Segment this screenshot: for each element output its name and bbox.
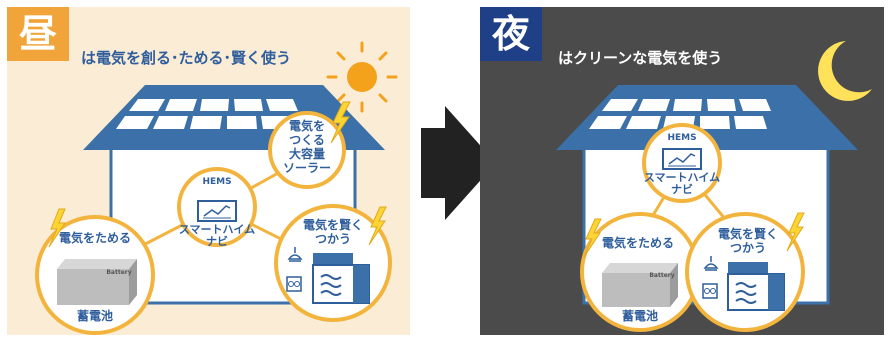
- night-illustration: [556, 41, 872, 332]
- create-label-line-1: 電気を: [288, 119, 326, 133]
- create-label-line-2: つくる: [289, 133, 325, 147]
- hems-monitor-icon: [197, 200, 237, 222]
- night-badge: 夜: [480, 7, 542, 61]
- appliance-icon: [702, 283, 718, 299]
- hems-monitor-icon: [662, 148, 702, 170]
- lightning-bolt-icon: [48, 101, 387, 248]
- day-heading: は電気を創る･ためる･賢く使う: [81, 49, 292, 67]
- hems-label: スマートハイム ナビ: [179, 224, 255, 248]
- create-label: 電気を つくる 大容量 ソーラー: [283, 119, 331, 175]
- lightning-bolt-icon: [583, 212, 805, 258]
- air-conditioner-icon: [312, 253, 370, 304]
- battery-icon: [602, 263, 678, 307]
- lamp-icon: [287, 247, 303, 262]
- solar-panel-roof-icon: [116, 99, 298, 129]
- battery-brand: Battery: [106, 269, 132, 276]
- create-circle: [268, 111, 346, 189]
- air-conditioner-icon: [727, 262, 785, 311]
- battery-icon: [57, 259, 137, 305]
- hems-small-label: HEMS: [202, 177, 232, 187]
- use-label: 電気を賢く つかう: [718, 227, 778, 255]
- lamp-icon: [703, 256, 719, 271]
- hems-small-label: HEMS: [667, 133, 697, 143]
- store-label: 電気をためる: [58, 231, 132, 245]
- solar-panel-roof-icon: [589, 99, 771, 129]
- night-badge-text: 夜: [491, 12, 530, 56]
- moon-icon: [818, 41, 872, 101]
- use-label-line-2: つかう: [314, 232, 352, 246]
- night-heading: はクリーンな電気を使う: [558, 49, 723, 67]
- use-label: 電気を賢く つかう: [303, 218, 363, 246]
- hems-label-line-2: ナビ: [670, 183, 693, 196]
- hems-label-line-2: ナビ: [205, 235, 228, 248]
- use-label-line-1: 電気を賢く: [717, 227, 779, 241]
- battery-label: 蓄電池: [76, 309, 114, 323]
- appliance-icon: [286, 276, 302, 292]
- use-label-line-1: 電気を賢く: [302, 218, 364, 232]
- hems-label-line-1: スマートハイム: [643, 171, 721, 184]
- battery-label: 蓄電池: [621, 309, 659, 323]
- night-panel: 夜 はクリーンな電気を使う HEMS スマートハイム ナビ 電気をためる Bat…: [480, 7, 884, 335]
- day-badge: 昼: [7, 7, 69, 61]
- sun-icon: [326, 41, 398, 113]
- day-panel: 昼 は電気を創る･ためる･賢く使う 電気を つくる 大容量 ソーラー HEMS …: [7, 7, 410, 335]
- use-label-line-2: つかう: [729, 241, 767, 255]
- hems-label-line-1: スマートハイム: [178, 223, 256, 236]
- create-label-line-3: 大容量: [288, 147, 326, 161]
- battery-brand: Battery: [649, 272, 675, 279]
- day-badge-text: 昼: [18, 12, 57, 56]
- hems-label: スマートハイム ナビ: [644, 172, 720, 196]
- day-illustration: [35, 41, 398, 335]
- create-label-line-4: ソーラー: [282, 161, 332, 175]
- store-label: 電気をためる: [601, 236, 675, 250]
